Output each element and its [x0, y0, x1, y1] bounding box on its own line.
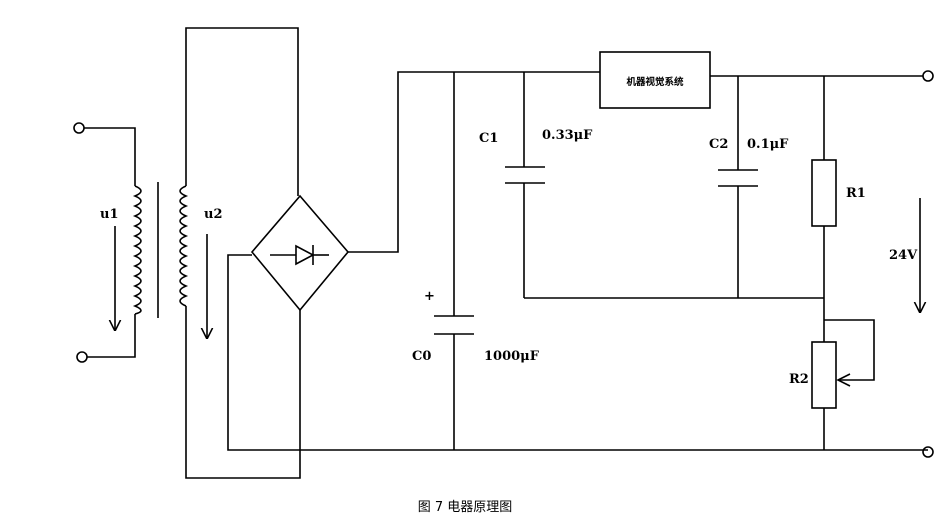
label-c2: C2: [709, 137, 728, 152]
label-c0-value: 1000μF: [484, 349, 540, 364]
input-terminal-top: [73, 122, 85, 134]
label-u2: u2: [204, 207, 223, 222]
label-output-voltage: 24V: [889, 248, 918, 263]
output-terminal-top: [922, 70, 934, 82]
bridge-rectifier: [250, 194, 350, 312]
potentiometer-r2: [811, 319, 875, 450]
primary-coil: [132, 185, 142, 315]
capacitor-c0: [434, 72, 474, 450]
label-c1-value: 0.33μF: [542, 128, 593, 143]
machine-vision-system-label: 机器视觉系统: [626, 76, 684, 88]
machine-vision-system-box: [599, 51, 711, 109]
resistor-r1: [811, 76, 837, 342]
primary-input: [73, 122, 136, 363]
label-r2: R2: [789, 372, 809, 387]
input-terminal-bottom: [76, 351, 88, 363]
label-c2-value: 0.1μF: [747, 137, 789, 152]
capacitor-c2: [718, 76, 758, 298]
label-r1: R1: [846, 186, 866, 201]
figure-caption: 图 7 电器原理图: [418, 500, 513, 515]
transformer: [132, 27, 301, 479]
capacitor-c1: [505, 72, 545, 298]
label-c0-polarity: +: [424, 289, 435, 304]
output-terminal-bottom: [922, 446, 934, 458]
label-c1: C1: [479, 131, 498, 146]
label-u1: u1: [100, 207, 119, 222]
secondary-coil: [179, 185, 189, 307]
label-c0: C0: [412, 349, 431, 364]
